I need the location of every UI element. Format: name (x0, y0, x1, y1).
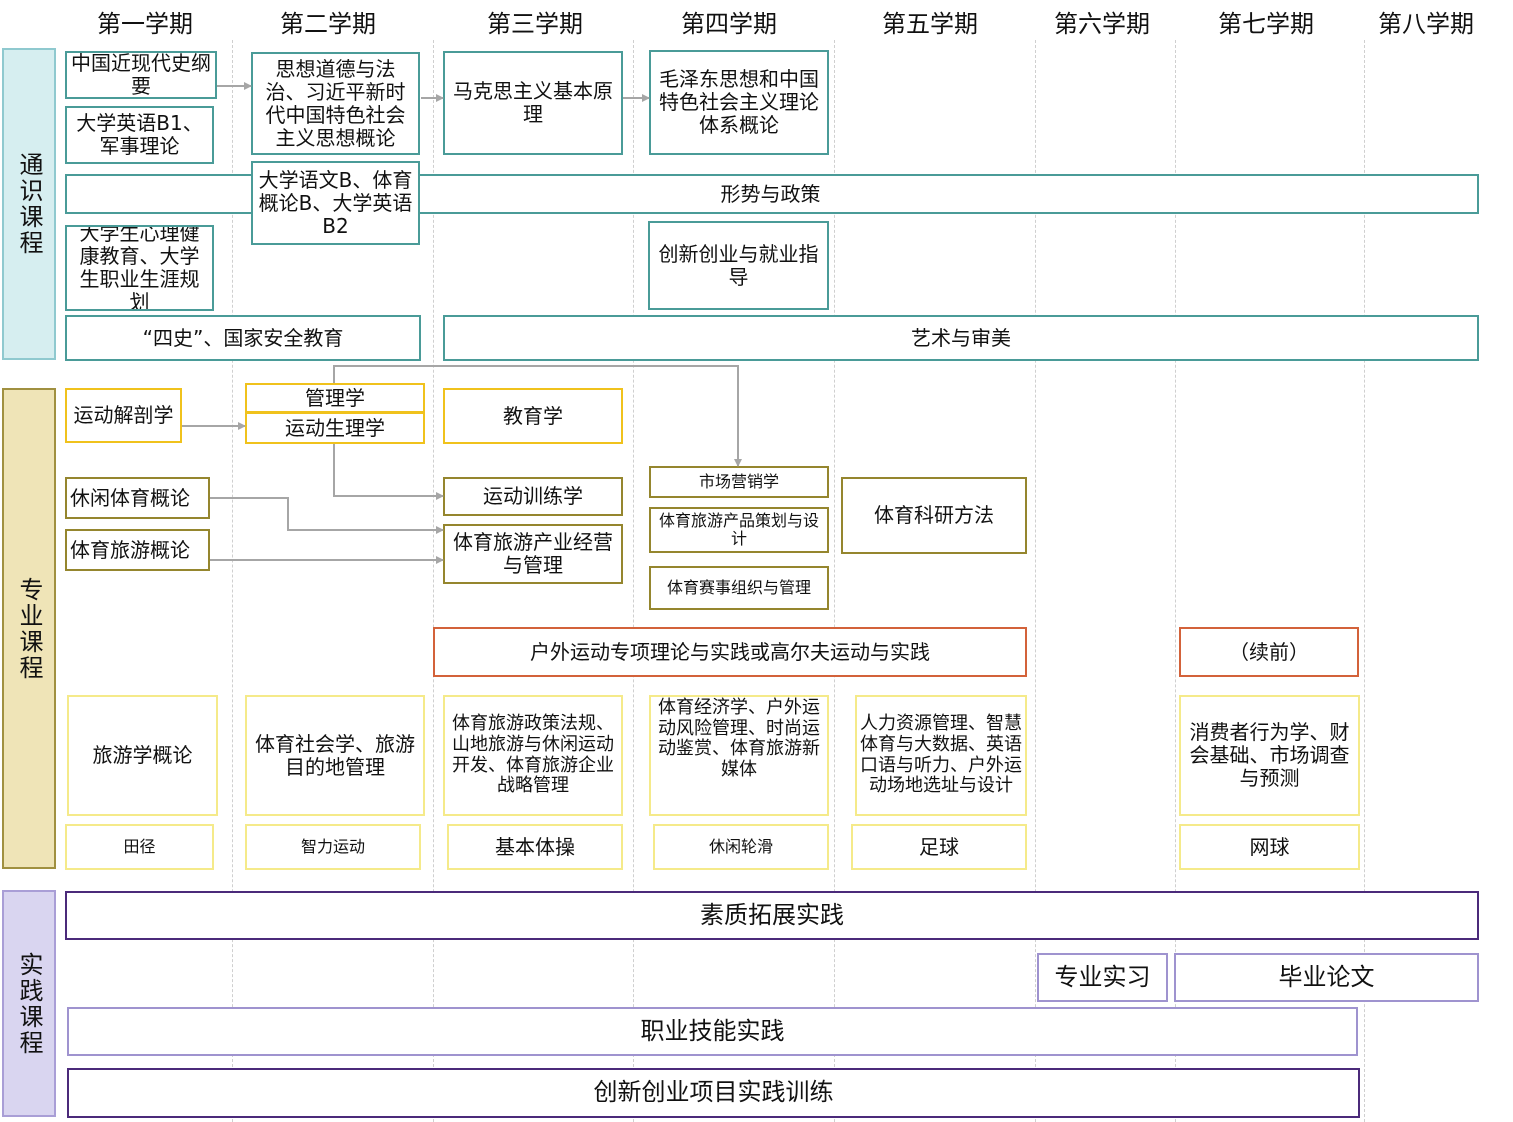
course-management: 管理学 (245, 383, 425, 413)
course-chinese-pe-english-b2: 大学语文B、体育概论B、大学英语B2 (251, 161, 420, 245)
course-sports-tourism-intro: 体育旅游概论 (65, 529, 210, 571)
semester-header-1: 第一学期 (97, 10, 193, 38)
semester-header-7: 第七学期 (1218, 10, 1314, 38)
course-sports-physiology: 运动生理学 (245, 412, 425, 444)
practice-quality-expansion: 素质拓展实践 (65, 891, 1479, 940)
column-divider (232, 40, 233, 1122)
course-sports-anatomy: 运动解剖学 (65, 388, 182, 443)
course-continued: （续前） (1179, 627, 1359, 677)
practice-thesis: 毕业论文 (1174, 953, 1479, 1002)
course-leisure-sports-intro: 休闲体育概论 (65, 477, 210, 519)
course-innovation-employment: 创新创业与就业指导 (648, 221, 829, 310)
column-divider (433, 40, 434, 1122)
course-football: 足球 (851, 824, 1027, 870)
course-marxism: 马克思主义基本原理 (443, 51, 623, 155)
course-tennis: 网球 (1179, 824, 1360, 870)
course-sports-training: 运动训练学 (443, 477, 623, 516)
column-divider (1035, 40, 1036, 1122)
course-sports-research: 体育科研方法 (841, 477, 1027, 554)
course-consumer-finance-market: 消费者行为学、财会基础、市场调查与预测 (1179, 695, 1360, 816)
course-event-management: 体育赛事组织与管理 (649, 566, 829, 610)
course-tourism-intro: 旅游学概论 (67, 695, 218, 816)
category-general: 通识课程 (2, 48, 56, 360)
course-outdoor-golf: 户外运动专项理论与实践或高尔夫运动与实践 (433, 627, 1027, 677)
course-marketing: 市场营销学 (649, 466, 829, 498)
course-english-b1-military: 大学英语B1、军事理论 (65, 106, 214, 164)
course-track-field: 田径 (65, 824, 214, 870)
semester-header-8: 第八学期 (1378, 10, 1474, 38)
course-leisure-skating: 休闲轮滑 (653, 824, 829, 870)
arrow-physiology-to-training (333, 444, 444, 500)
course-industry-management: 体育旅游产业经营与管理 (443, 524, 623, 584)
category-practice: 实践课程 (2, 890, 56, 1117)
practice-innovation-project: 创新创业项目实践训练 (67, 1068, 1360, 1118)
semester-header-3: 第三学期 (487, 10, 583, 38)
column-divider (633, 40, 634, 1122)
semester-header-5: 第五学期 (882, 10, 978, 38)
course-economics-risk-media: 体育经济学、户外运动风险管理、时尚运动鉴赏、体育旅游新媒体 (649, 695, 829, 816)
column-divider (834, 40, 835, 1122)
practice-internship: 专业实习 (1037, 953, 1168, 1002)
column-divider (1364, 40, 1365, 1122)
course-basic-gymnastics: 基本体操 (447, 824, 623, 870)
semester-header-4: 第四学期 (681, 10, 777, 38)
course-modern-history: 中国近现代史纲要 (65, 51, 217, 99)
course-policy-mountain-strategy: 体育旅游政策法规、山地旅游与休闲运动开发、体育旅游企业战略管理 (443, 695, 623, 816)
category-major: 专业课程 (2, 388, 56, 869)
course-mind-sports: 智力运动 (245, 824, 421, 870)
course-product-design: 体育旅游产品策划与设计 (649, 507, 829, 553)
course-four-histories-security: “四史”、国家安全教育 (65, 315, 421, 361)
course-art-aesthetics: 艺术与审美 (443, 315, 1479, 361)
arrow-management-to-marketing (333, 365, 742, 467)
course-sociology-destination: 体育社会学、旅游目的地管理 (245, 695, 425, 816)
course-ethics-xi-thought: 思想道德与法治、习近平新时代中国特色社会主义思想概论 (251, 52, 420, 155)
course-pedagogy: 教育学 (443, 388, 623, 444)
column-divider (1175, 40, 1176, 1122)
arrow-leisure-to-industry (210, 497, 444, 534)
semester-header-2: 第二学期 (280, 10, 376, 38)
practice-vocational-skills: 职业技能实践 (67, 1007, 1358, 1056)
semester-header-6: 第六学期 (1054, 10, 1150, 38)
course-hr-bigdata-english-outdoor: 人力资源管理、智慧体育与大数据、英语口语与听力、户外运动场地选址与设计 (855, 695, 1027, 816)
course-mao-theory: 毛泽东思想和中国特色社会主义理论体系概论 (649, 50, 829, 155)
course-psychology-career: 大学生心理健康教育、大学生职业生涯规划 (65, 225, 214, 311)
